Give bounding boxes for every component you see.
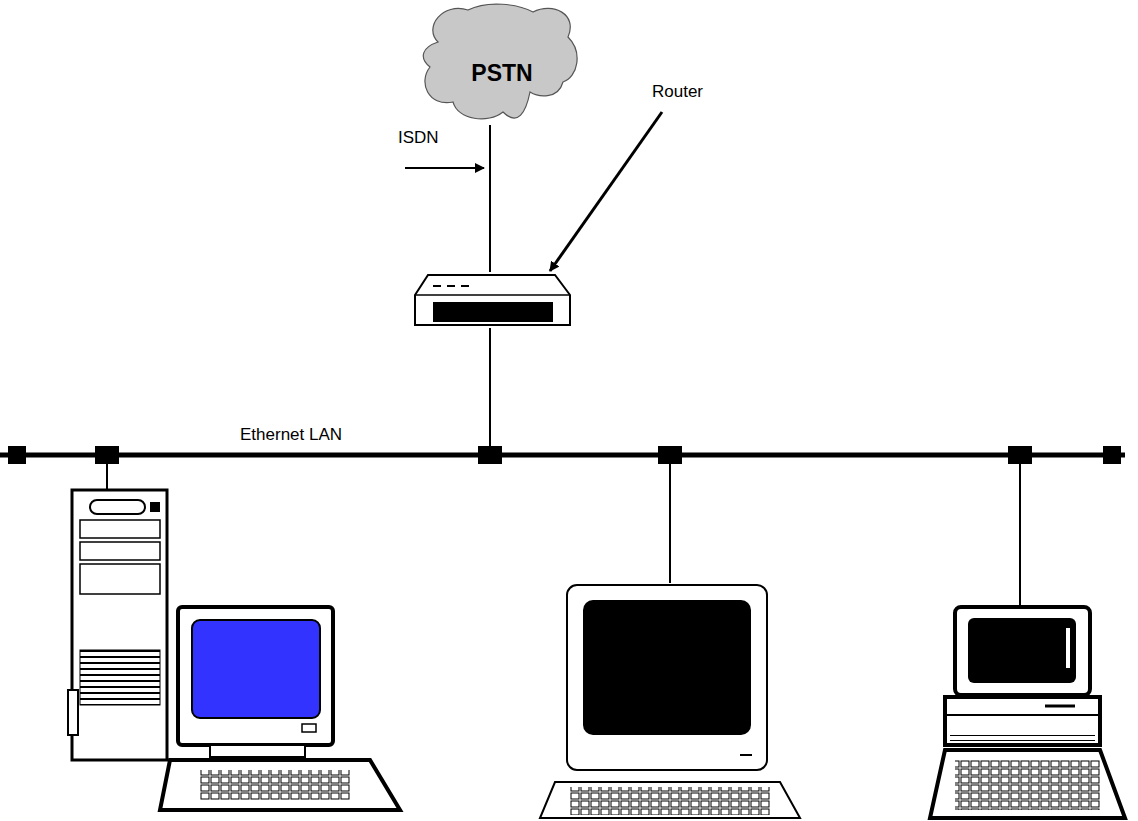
cloud-label: PSTN [471,60,532,87]
callout-label: Ethernet LAN [240,425,342,445]
cloud-node: PSTN [418,2,586,126]
callout-label: Router [652,82,703,102]
callout-label: ISDN [398,128,439,148]
